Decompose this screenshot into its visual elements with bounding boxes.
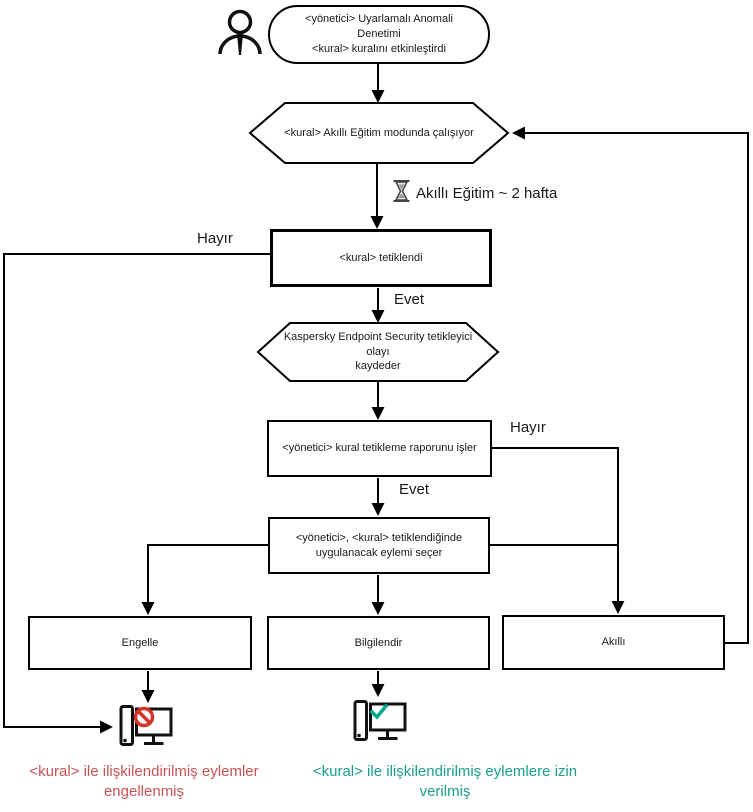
node-action-smart-label: Akıllı bbox=[601, 636, 626, 649]
person-icon bbox=[218, 9, 262, 55]
hexagon-logs-shape bbox=[256, 322, 500, 382]
node-choose-action: <yönetici>, <kural> tetiklendiğinde uygu… bbox=[268, 517, 490, 574]
edge-action-to-block bbox=[141, 544, 268, 615]
label-no-triggered: Hayır bbox=[197, 230, 233, 247]
node-logs-event-line2: kaydeder bbox=[355, 360, 401, 373]
label-no-report: Hayır bbox=[510, 419, 546, 436]
node-process-report: <yönetici> kural tetikleme raporunu işle… bbox=[267, 420, 492, 477]
edge-report-hayir-to-smart bbox=[492, 447, 625, 614]
edges bbox=[3, 64, 749, 734]
node-action-inform-label: Bilgilendir bbox=[354, 636, 403, 649]
outcome-blocked-line2: engellenmiş bbox=[103, 782, 185, 800]
node-training-mode-label: <kural> Akıllı Eğitim modunda çalışıyor bbox=[284, 126, 474, 139]
prohibition-slash bbox=[137, 710, 151, 724]
label-training-duration: Akıllı Eğitim ~ 2 hafta bbox=[416, 185, 558, 202]
node-action-block: Engelle bbox=[28, 616, 252, 670]
outcome-blocked-line1: <kural> ile ilişkilendirilmiş eylemler bbox=[29, 763, 259, 780]
node-training-mode: <kural> Akıllı Eğitim modunda çalışıyor bbox=[270, 103, 488, 163]
outcome-allowed-line1: <kural> ile ilişkilendirilmiş eylemlere … bbox=[312, 763, 578, 780]
label-yes-report: Evet bbox=[399, 481, 430, 498]
hourglass-icon bbox=[393, 180, 410, 202]
node-logs-event: Kaspersky Endpoint Security tetikleyici … bbox=[278, 323, 478, 381]
edge-smart-feedback-loop bbox=[512, 126, 749, 644]
computer-blocked-icon bbox=[119, 705, 173, 746]
computer-allowed-icon bbox=[353, 700, 407, 741]
outcome-blocked: <kural> ile ilişkilendirilmiş eylemler e… bbox=[8, 762, 280, 802]
node-start: <yönetici> Uyarlamalı Anomali Denetimi <… bbox=[268, 5, 490, 64]
node-start-line1: <yönetici> Uyarlamalı Anomali Denetimi bbox=[305, 13, 453, 41]
outcome-allowed-line2: verilmiş bbox=[419, 782, 471, 800]
node-choose-action-line2: uygulanacak eylemi seçer bbox=[315, 546, 443, 559]
node-process-report-label: <yönetici> kural tetikleme raporunu işle… bbox=[282, 442, 477, 455]
node-rule-triggered-label: <kural> tetiklendi bbox=[339, 251, 423, 264]
outcome-allowed: <kural> ile ilişkilendirilmiş eylemlere … bbox=[295, 762, 595, 802]
node-action-inform: Bilgilendir bbox=[267, 616, 490, 670]
node-action-smart: Akıllı bbox=[502, 615, 725, 670]
node-logs-event-line1: Kaspersky Endpoint Security tetikleyici … bbox=[283, 330, 473, 358]
node-start-line2: <kural> kuralını etkinleştirdi bbox=[312, 42, 446, 55]
checkmark-icon bbox=[369, 703, 389, 720]
node-choose-action-line1: <yönetici>, <kural> tetiklendiğinde bbox=[295, 531, 463, 544]
node-action-block-label: Engelle bbox=[121, 636, 159, 649]
hexagon-training-shape bbox=[248, 102, 510, 164]
label-yes-triggered: Evet bbox=[394, 291, 425, 308]
edge-triggered-hayir-loop bbox=[3, 253, 270, 734]
node-rule-triggered: <kural> tetiklendi bbox=[270, 229, 492, 287]
